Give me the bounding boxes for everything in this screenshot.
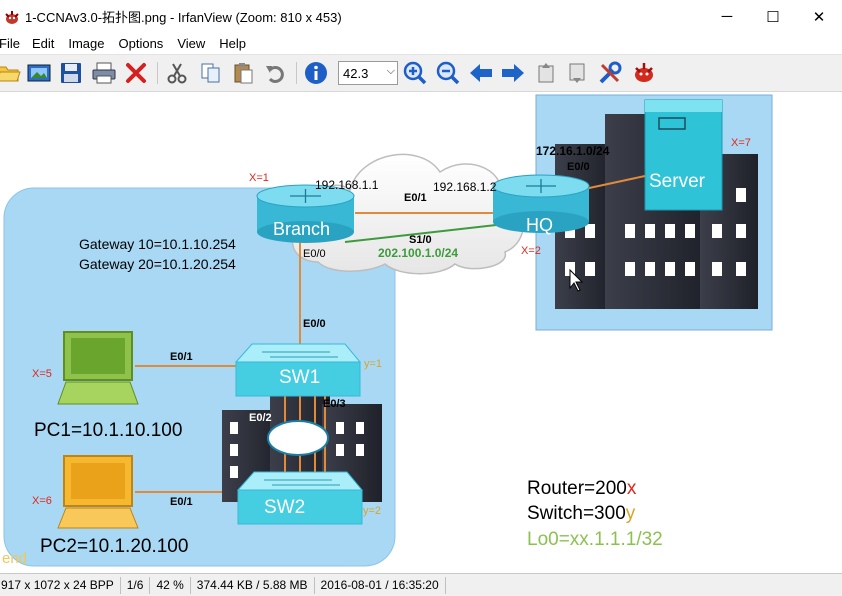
status-bar: 917 x 1072 x 24 BPP 1/6 42 % 374.44 KB /… [0,573,842,596]
sw1-label: SW1 [279,367,321,388]
menu-file[interactable]: File [0,36,20,51]
branch-x-label: X=1 [249,172,269,184]
server-e00-label: E0/0 [567,161,590,173]
sw2-switch-icon [236,471,364,525]
menu-options[interactable]: Options [118,36,164,51]
pc1-laptop-icon [57,331,139,405]
delete-icon[interactable] [123,60,149,86]
wan-s10-label: S1/0 [409,234,432,246]
sw-e02-label: E0/2 [249,412,272,424]
cut-icon[interactable] [164,60,190,86]
zoom-out-icon[interactable] [435,60,461,86]
image-canvas[interactable]: Branch HQ Server SW1 SW2 X=1 X=2 X=5 X=6… [0,92,842,573]
settings-icon[interactable] [597,60,623,86]
server-x-label: X=7 [731,137,751,149]
sw-e03-label: E0/3 [323,398,346,410]
window-title: 1-CCNAv3.0-拓扑图.png - IrfanView (Zoom: 81… [25,10,342,25]
next-icon[interactable] [500,60,526,86]
info-icon[interactable] [303,60,329,86]
server-icon [644,99,723,211]
sw1-y-label: y=1 [364,358,383,370]
last-page-icon[interactable] [564,60,590,86]
hq-label: HQ [526,215,553,235]
save-icon[interactable] [58,60,84,86]
previous-icon[interactable] [468,60,494,86]
open-folder-icon[interactable] [0,60,22,86]
hq-ip-label: 192.168.1.2 [433,180,497,194]
menu-edit[interactable]: Edit [31,36,55,51]
print-icon[interactable] [91,60,117,86]
zoom-in-icon[interactable] [402,60,428,86]
chevron-down-icon[interactable]: ⌵ [386,65,395,77]
zoom-value: 42.3 [343,65,369,81]
menu-help[interactable]: Help [219,36,247,51]
pc1-address-label: PC1=10.1.10.100 [34,420,183,441]
close-button[interactable]: ✕ [812,8,826,26]
hq-router-icon [492,174,590,233]
pc1-port-label: E0/1 [170,351,193,363]
pc2-port-label: E0/1 [170,496,193,508]
undo-icon[interactable] [262,60,288,86]
status-datetime: 2016-08-01 / 16:35:20 [315,576,446,594]
slideshow-icon[interactable] [26,60,52,86]
server-network-label: 172.16.1.0/24 [536,144,610,158]
pc2-x-label: X=6 [32,495,52,507]
zoom-combobox[interactable]: 42.3 ⌵ [338,61,398,85]
toolbar: 42.3 ⌵ [0,54,842,92]
branch-router-icon [256,184,355,243]
corner-text: end [2,550,28,567]
gateway10-label: Gateway 10=10.1.10.254 [79,236,236,252]
exit-icon[interactable] [631,60,657,86]
copy-icon[interactable] [198,60,224,86]
status-page: 1/6 [121,576,151,594]
sw1-switch-icon [234,343,362,397]
maximize-button[interactable]: ☐ [766,8,780,26]
menu-view[interactable]: View [177,36,206,51]
paste-icon[interactable] [230,60,256,86]
irfanview-app-icon[interactable] [3,8,21,26]
status-size: 374.44 KB / 5.88 MB [191,576,315,594]
title-bar: 1-CCNAv3.0-拓扑图.png - IrfanView (Zoom: 81… [0,0,842,33]
branch-ip-label: 192.168.1.1 [315,178,379,192]
etherchannel-oval [267,420,329,456]
wan-e01-label: E0/1 [404,192,427,204]
gateway20-label: Gateway 20=10.1.20.254 [79,256,236,272]
mouse-cursor-icon [569,268,584,292]
branch-label: Branch [273,219,331,239]
switch-formula: Switch=300y [527,503,636,524]
pc2-laptop-icon [57,455,139,529]
branch-hq-serial-link [344,223,506,243]
sw2-label: SW2 [264,497,306,518]
router-formula: Router=200x [527,478,637,499]
lo0-formula: Lo0=xx.1.1.1/32 [527,529,663,550]
server-label: Server [649,171,705,192]
topology-diagram [3,94,773,567]
status-zoom: 42 % [150,576,191,594]
hq-server-link [579,175,646,191]
pc2-address-label: PC2=10.1.20.100 [40,536,189,557]
menu-image[interactable]: Image [68,36,105,51]
wan-network-label: 202.100.1.0/24 [378,246,459,260]
pc1-x-label: X=5 [32,368,52,380]
status-dimensions: 917 x 1072 x 24 BPP [0,576,121,594]
menu-bar: File Edit Image Options View Help [0,33,842,54]
branch-e00-label: E0/0 [303,248,326,260]
sw1-e00-label: E0/0 [303,318,326,330]
minimize-button[interactable]: ─ [721,8,733,25]
sw2-y-label: y=2 [363,505,382,517]
first-page-icon[interactable] [533,60,559,86]
hq-x-label: X=2 [521,245,541,257]
